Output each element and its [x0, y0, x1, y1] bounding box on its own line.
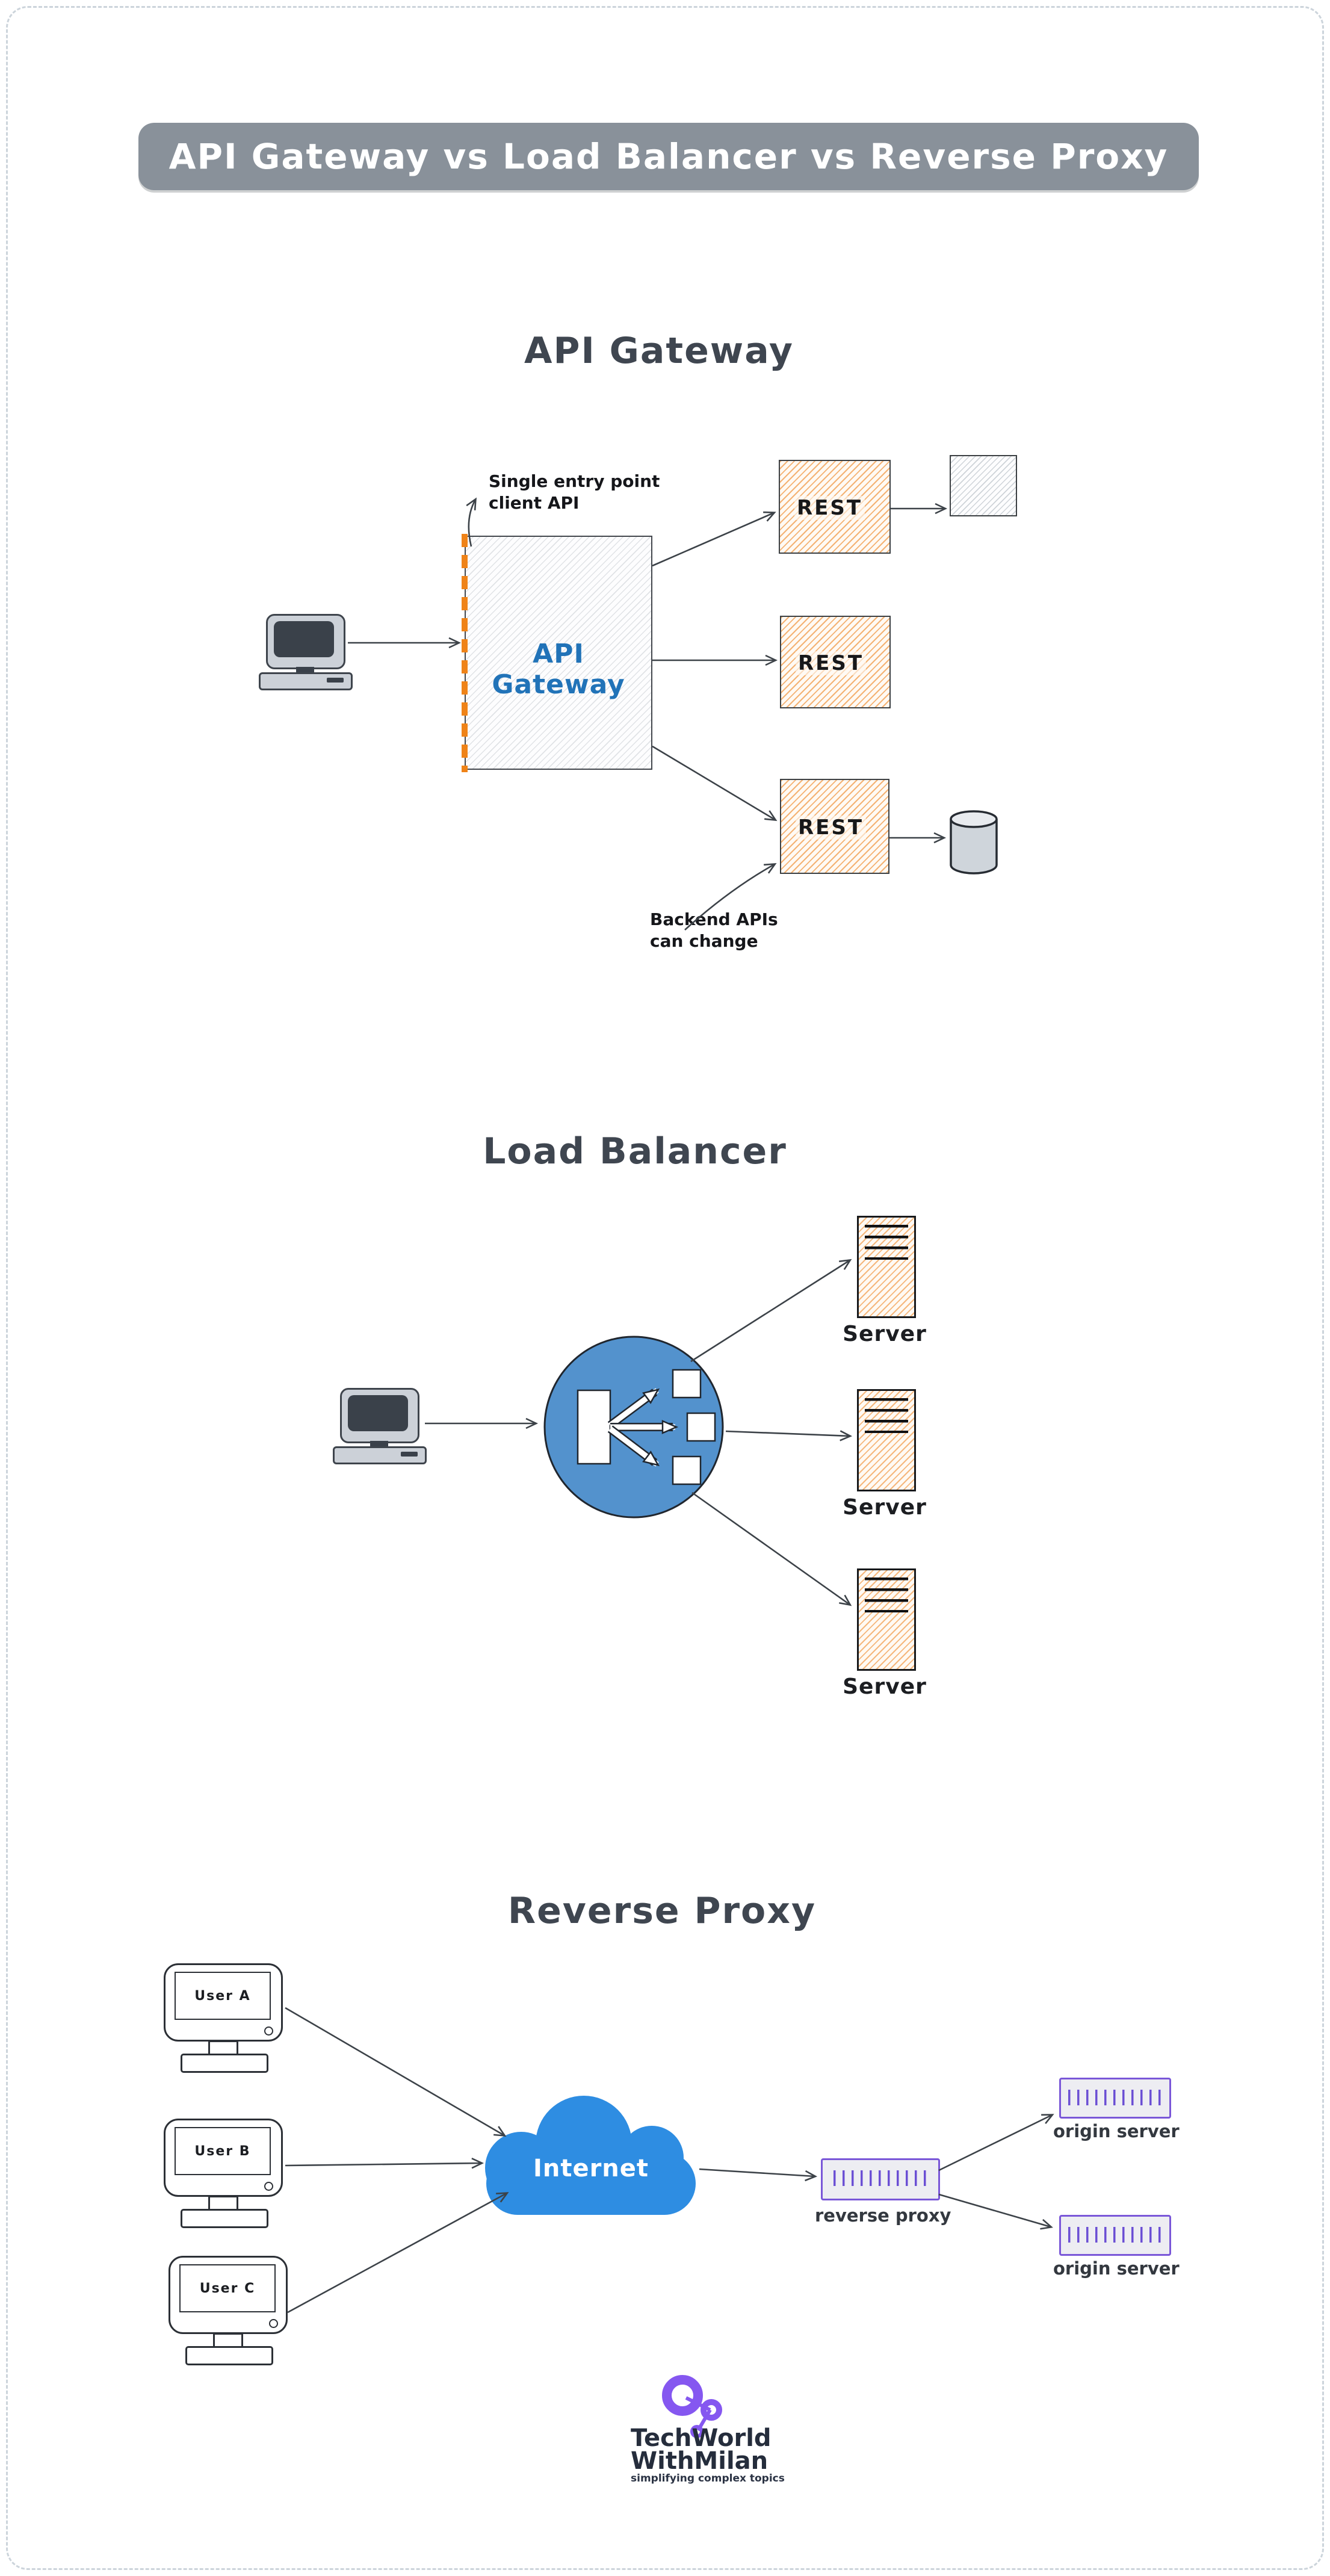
- user-b-label: User B: [194, 2143, 251, 2159]
- rack-ticks: [834, 2170, 927, 2186]
- api-gateway-box: API Gateway: [462, 534, 652, 772]
- user-c-computer-icon: User C: [169, 2256, 288, 2367]
- rest-service-box-1: REST: [779, 460, 891, 554]
- client-computer-icon-2: [333, 1388, 427, 1464]
- internet-cloud-icon: Internet: [485, 2096, 697, 2216]
- title-banner-text: API Gateway vs Load Balancer vs Reverse …: [169, 136, 1169, 177]
- monitor-icon: [340, 1388, 419, 1443]
- server-box-2: [857, 1389, 916, 1491]
- title-banner: API Gateway vs Load Balancer vs Reverse …: [138, 123, 1199, 190]
- gateway-entry-dashed-edge: [462, 534, 468, 772]
- monitor-icon: [266, 614, 345, 669]
- reverse-proxy-label: reverse proxy: [815, 2205, 951, 2226]
- server-vents: [865, 1577, 908, 1612]
- backend-apis-note: Backend APIs can change: [650, 909, 778, 951]
- client-computer-icon: [259, 614, 353, 690]
- server-label-2: Server: [843, 1495, 927, 1520]
- origin-server-box-2: [1059, 2215, 1171, 2256]
- server-vents: [865, 1225, 908, 1260]
- server-box-3: [857, 1568, 916, 1671]
- logo-line1: TechWorld: [631, 2424, 772, 2452]
- reverse-proxy-heading: Reverse Proxy: [507, 1890, 817, 1932]
- user-a-computer-icon: User A: [164, 1963, 283, 2074]
- canvas-dashed-border: [6, 6, 1324, 2570]
- server-box-1: [857, 1216, 916, 1318]
- rest-service-box-3: REST: [780, 779, 889, 874]
- origin-server-label-2: origin server: [1053, 2258, 1180, 2279]
- reverse-proxy-box: [821, 2158, 940, 2200]
- api-gateway-heading: API Gateway: [524, 330, 794, 372]
- internet-label: Internet: [533, 2155, 649, 2182]
- server-vents: [865, 1398, 908, 1433]
- backend-service-box: [950, 455, 1017, 516]
- server-label-1: Server: [843, 1322, 927, 1346]
- rest-service-box-2: REST: [780, 616, 891, 708]
- load-balancer-heading: Load Balancer: [483, 1130, 787, 1172]
- rack-ticks: [1068, 2227, 1162, 2243]
- origin-server-label-1: origin server: [1053, 2121, 1180, 2141]
- user-b-computer-icon: User B: [164, 2119, 283, 2229]
- logo-molecule-icon: [662, 2375, 722, 2438]
- api-gateway-box-label: API Gateway: [492, 639, 625, 701]
- single-entry-point-note: Single entry point client API: [489, 471, 660, 513]
- logo-line2: WithMilan: [631, 2447, 769, 2475]
- user-c-label: User C: [199, 2280, 256, 2296]
- user-a-label: User A: [194, 1988, 251, 2004]
- database-cylinder-icon: [950, 810, 998, 875]
- load-balancer-icon: [543, 1336, 724, 1519]
- server-label-3: Server: [843, 1674, 927, 1699]
- rack-ticks: [1068, 2090, 1162, 2105]
- logo-tagline: simplifying complex topics: [631, 2472, 785, 2485]
- origin-server-box-1: [1059, 2078, 1171, 2119]
